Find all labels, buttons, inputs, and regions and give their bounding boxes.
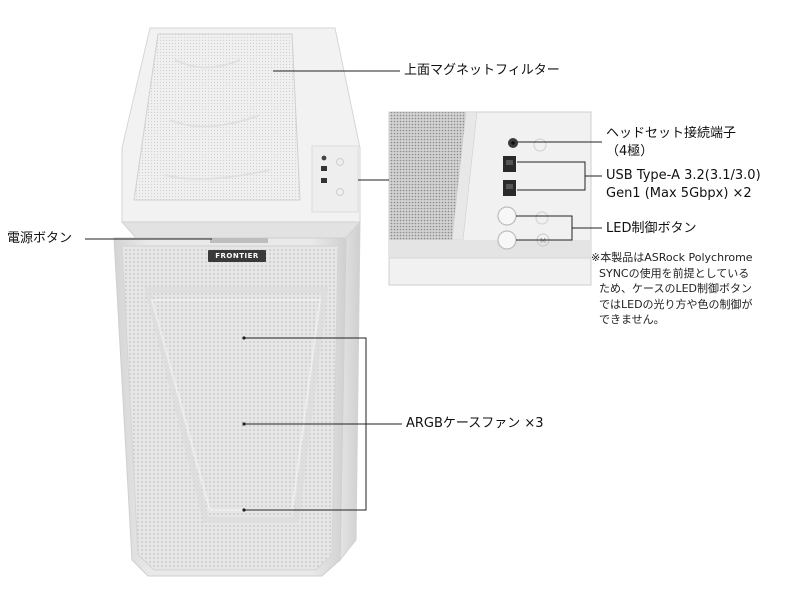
label-top-filter: 上面マグネットフィルター xyxy=(404,63,560,78)
case-top-trim xyxy=(120,221,362,239)
usb-port-icon xyxy=(321,178,327,183)
note-line: ため、ケースのLED制御ボタン xyxy=(599,282,752,295)
label-power-button: 電源ボタン xyxy=(7,231,73,246)
label-headset-port-line1: ヘッドセット接続端子 xyxy=(606,126,737,141)
note-line: ※本製品はASRock Polychrome xyxy=(591,251,753,264)
label-led-button: LED制御ボタン xyxy=(606,221,697,236)
brand-badge xyxy=(208,250,266,262)
headset-port-icon xyxy=(321,155,327,161)
label-argb-fans: ARGBケースファン ×3 xyxy=(406,416,544,431)
callout-dots xyxy=(242,336,246,512)
usb-port-icon xyxy=(321,166,327,171)
front-mesh xyxy=(121,245,339,571)
note-line: SYNCの使用を前提としている xyxy=(599,266,750,280)
note-text: ※本製品はASRock Polychrome SYNCの使用を前提としている た… xyxy=(591,250,796,328)
zoom-inset: M xyxy=(388,111,592,286)
case-top-panel xyxy=(121,27,361,223)
power-button[interactable] xyxy=(210,238,268,243)
label-usb-line1: USB Type-A 3.2(3.1/3.0) xyxy=(606,168,761,183)
label-headset-port-line2: （4極） xyxy=(606,144,654,159)
callout-lines xyxy=(85,70,602,511)
svg-text:M: M xyxy=(540,237,546,245)
top-io-area xyxy=(311,145,359,213)
brand-label: FRONTIER xyxy=(215,252,259,260)
led-button-icon xyxy=(497,206,517,226)
case-front-panel xyxy=(113,237,347,577)
label-usb-line2: Gen1 (Max 5Gbpx) ×2 xyxy=(606,186,752,201)
note-line: できません。 xyxy=(599,313,665,326)
note-line: ではLEDの光り方や色の制御が xyxy=(599,297,753,311)
led-button-icon xyxy=(497,230,517,250)
top-magnetic-filter xyxy=(133,33,301,201)
